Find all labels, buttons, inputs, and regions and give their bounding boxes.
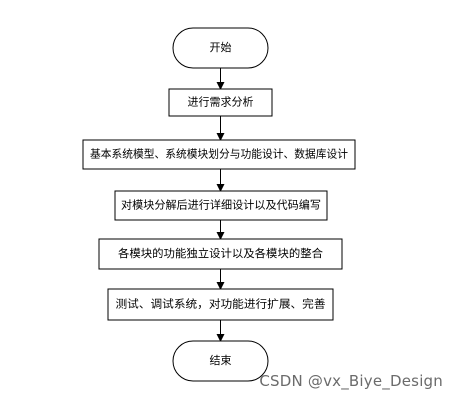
step-4-label: 各模块的功能独立设计以及各模块的整合 — [118, 246, 323, 260]
step-2-box — [82, 139, 356, 170]
step-2-label: 基本系统模型、系统模块划分与功能设计、数据库设计 — [90, 147, 348, 161]
end-terminator — [172, 340, 269, 382]
step-3-label: 对模块分解后进行详细设计以及代码编写 — [121, 198, 321, 212]
watermark-text: CSDN @vx_Biye_Design — [259, 372, 443, 390]
step-1-label: 进行需求分析 — [188, 95, 254, 109]
start-label: 开始 — [210, 40, 232, 54]
step-3-box — [114, 190, 328, 221]
end-label: 结束 — [210, 354, 232, 367]
step-4-box — [98, 238, 343, 270]
step-1-box — [168, 88, 273, 117]
step-5-label: 测试、调试系统，对功能进行扩展、完善 — [116, 297, 326, 311]
step-5-box — [107, 288, 334, 321]
